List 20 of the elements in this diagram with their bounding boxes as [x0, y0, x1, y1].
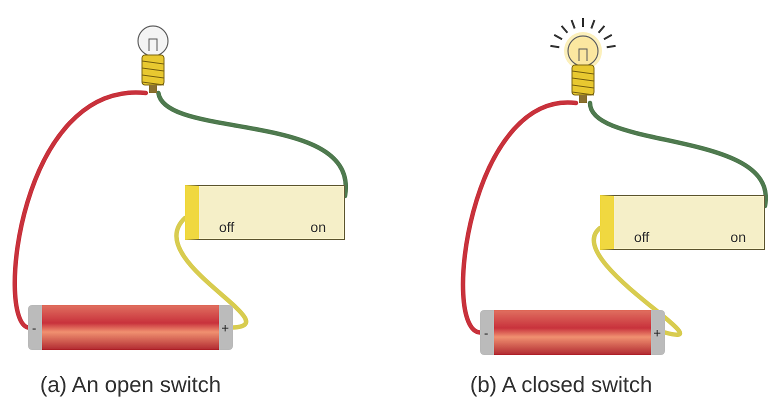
- switch-box: [185, 185, 345, 240]
- wire: [592, 226, 682, 337]
- battery-cell: [28, 305, 233, 350]
- terminal-sign: -: [32, 320, 36, 335]
- switch-label: off: [634, 229, 650, 245]
- switch-label: off: [219, 219, 234, 235]
- switch-label: on: [730, 229, 746, 245]
- figure-caption: (a) An open switch: [40, 372, 221, 398]
- wire: [174, 216, 248, 330]
- switch-box: [600, 195, 765, 250]
- switch-label: on: [310, 219, 326, 235]
- terminal-sign: -: [484, 325, 488, 340]
- terminal-sign: +: [653, 325, 661, 340]
- wire: [460, 100, 578, 335]
- terminal-sign: +: [221, 320, 229, 335]
- battery-cell: [480, 310, 665, 355]
- figure-caption: (b) A closed switch: [470, 372, 652, 398]
- wire: [12, 90, 148, 330]
- wire: [156, 90, 348, 198]
- wire: [588, 100, 768, 208]
